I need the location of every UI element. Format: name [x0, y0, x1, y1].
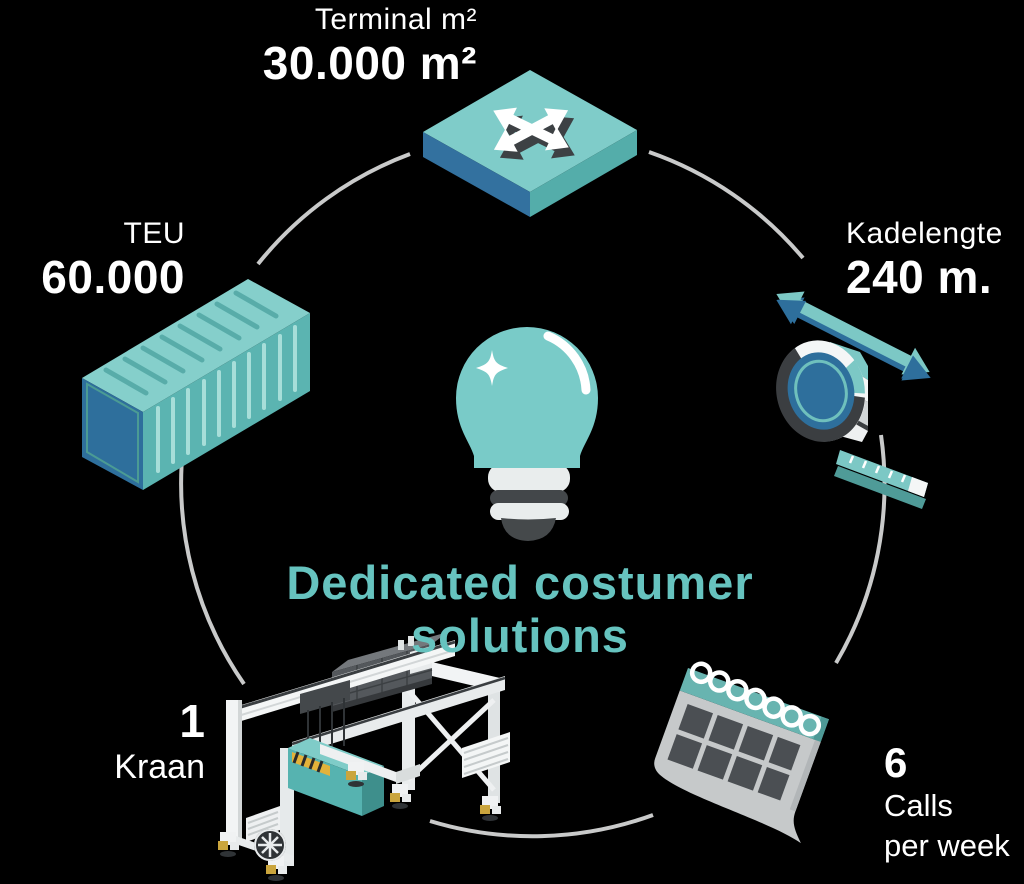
double-arrow-icon — [776, 291, 931, 381]
stat-kraan-value: 1 — [179, 695, 205, 747]
stat-terminal-value: 30.000 m² — [262, 37, 477, 89]
stat-calls: 6 Calls per week — [884, 740, 1024, 866]
stat-kade-value: 240 m. — [846, 251, 993, 303]
stat-teu-label: TEU — [123, 217, 185, 250]
gantry-crane-icon — [218, 632, 510, 881]
lightbulb-icon — [456, 327, 598, 541]
center-heading-line2: solutions — [411, 609, 629, 662]
stat-teu-value: 60.000 — [41, 251, 185, 303]
stat-kraan: 1 Kraan — [55, 696, 205, 788]
stat-kade-label: Kadelengte — [846, 217, 1003, 250]
sparkle-icon — [476, 350, 508, 386]
stat-terminal: Terminal m² 30.000 m² — [177, 2, 477, 88]
crane-wheels — [218, 762, 501, 881]
stat-teu: TEU 60.000 — [0, 216, 185, 302]
cross-arrows-icon — [493, 107, 569, 152]
stat-terminal-label: Terminal m² — [314, 3, 477, 36]
fan-icon — [254, 829, 286, 861]
center-heading-line1: Dedicated costumer — [286, 556, 754, 609]
stat-calls-label-line1: Calls — [884, 788, 953, 823]
stat-calls-value: 6 — [884, 739, 908, 786]
center-heading: Dedicated costumer solutions — [200, 556, 840, 662]
circle-arcs — [179, 150, 887, 839]
calendar-days — [667, 704, 801, 801]
stat-kade: Kadelengte 240 m. — [846, 216, 1024, 302]
calendar-icon — [654, 661, 829, 844]
stat-kraan-label: Kraan — [114, 748, 205, 786]
stat-calls-label-line2: per week — [884, 828, 1010, 863]
move-arrows-tile-icon — [423, 70, 637, 217]
spiral-rings — [689, 661, 822, 737]
shipping-container-icon — [82, 279, 310, 490]
tape-measure-icon — [776, 291, 931, 509]
